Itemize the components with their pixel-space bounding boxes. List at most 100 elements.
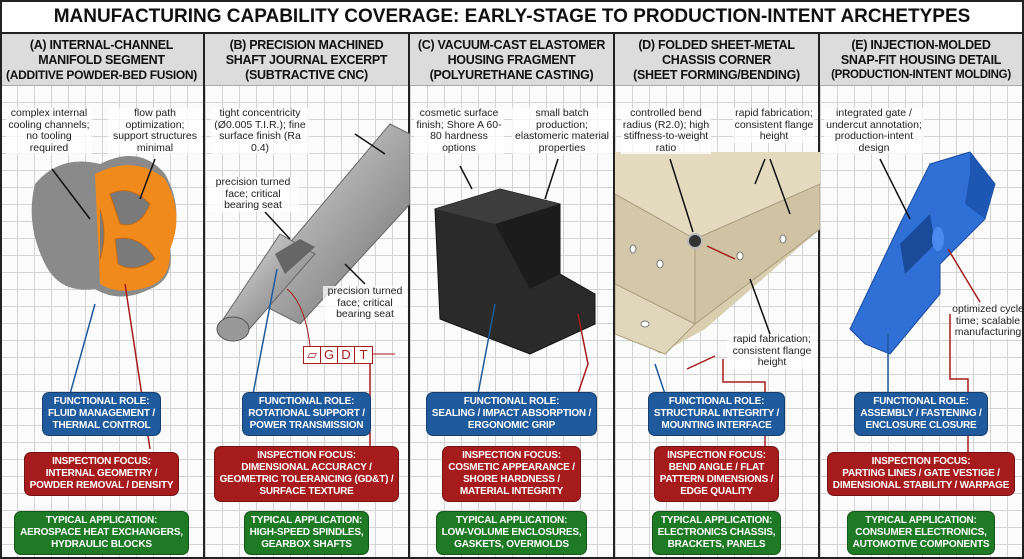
header-line: (SHEET FORMING/BENDING)	[633, 68, 800, 82]
annotation-note: small batch production; elastomeric mate…	[512, 107, 612, 154]
header-line: (A) INTERNAL-CHANNEL	[29, 38, 174, 52]
badge-line: MATERIAL INTEGRITY	[459, 485, 564, 497]
gdt-cell: D	[338, 347, 355, 363]
badge-line: FUNCTIONAL ROLE:	[53, 396, 150, 407]
inspection-focus-badge: INSPECTION FOCUS:DIMENSIONAL ACCURACY /G…	[213, 445, 400, 502]
badge-line: HYDRAULIC BLOCKS	[51, 539, 152, 550]
annotation-note: precision turned face; critical bearing …	[323, 285, 407, 321]
badge-line: BEND ANGLE / FLAT	[668, 461, 765, 473]
badge-line: POWDER REMOVAL / DENSITY	[29, 479, 174, 491]
gdt-feature-control-frame: ⏥ G D T	[303, 346, 373, 364]
badge-line: SHORE HARDNESS /	[463, 473, 560, 485]
header-line: (POLYURETHANE CASTING)	[429, 68, 594, 82]
badge-line: INTERNAL GEOMETRY /	[45, 467, 158, 479]
badge-line: INSPECTION FOCUS:	[52, 455, 151, 467]
annotation-note: rapid fabrication; consistent flange hei…	[733, 107, 815, 143]
badge-line: EDGE QUALITY	[680, 485, 753, 497]
functional-role-badge: FUNCTIONAL ROLE:STRUCTURAL INTEGRITY /MO…	[647, 392, 786, 436]
header-line: (C) VACUUM-CAST ELASTOMER	[417, 38, 606, 52]
badge-line: PATTERN DIMENSIONS /	[659, 473, 774, 485]
badge-line: FUNCTIONAL ROLE:	[668, 396, 765, 407]
badge-line: INSPECTION FOCUS:	[257, 449, 356, 461]
badge-line: FLUID MANAGEMENT /	[48, 408, 155, 419]
column-header: (A) INTERNAL-CHANNEL MANIFOLD SEGMENT (A…	[0, 34, 203, 86]
annotation-note: precision turned face; critical bearing …	[207, 176, 299, 212]
page-title: MANUFACTURING CAPABILITY COVERAGE: EARLY…	[0, 0, 1024, 34]
badge-line: INSPECTION FOCUS:	[667, 449, 766, 461]
inspection-focus-badge: INSPECTION FOCUS:INTERNAL GEOMETRY /POWD…	[23, 451, 180, 496]
header-line: (SUBTRACTIVE CNC)	[245, 68, 368, 82]
annotation-note: controlled bend radius (R2.0); high stif…	[621, 107, 711, 154]
header-line: CHASSIS CORNER	[661, 53, 771, 67]
typical-application-badge: TYPICAL APPLICATION:LOW-VOLUME ENCLOSURE…	[435, 511, 588, 555]
typical-application-badge: TYPICAL APPLICATION:HIGH-SPEED SPINDLES,…	[243, 511, 370, 555]
header-line: (D) FOLDED SHEET-METAL	[638, 38, 795, 52]
annotation-note: tight concentricity (Ø0.005 T.I.R.); fin…	[211, 107, 309, 154]
column-e-injection-molded: (E) INJECTION-MOLDED SNAP-FIT HOUSING DE…	[820, 34, 1024, 559]
typical-application-badge: TYPICAL APPLICATION:CONSUMER ELECTRONICS…	[846, 511, 996, 555]
badge-line: SURFACE TEXTURE	[259, 485, 354, 497]
column-a-additive: (A) INTERNAL-CHANNEL MANIFOLD SEGMENT (A…	[0, 34, 205, 559]
badge-line: TYPICAL APPLICATION:	[45, 515, 158, 526]
badge-line: ELECTRONICS CHASSIS,	[657, 527, 776, 538]
badge-line: TYPICAL APPLICATION:	[865, 515, 977, 526]
gdt-cell: G	[321, 347, 338, 363]
header-line: (PRODUCTION-INTENT MOLDING)	[831, 69, 1011, 81]
badge-line: CONSUMER ELECTRONICS,	[855, 527, 987, 538]
badge-line: POWER TRANSMISSION	[249, 420, 364, 431]
badge-line: TYPICAL APPLICATION:	[250, 515, 363, 526]
badge-stack: FUNCTIONAL ROLE:SEALING / IMPACT ABSORPT…	[410, 392, 613, 555]
badge-line: LOW-VOLUME ENCLOSURES,	[441, 527, 582, 538]
header-line: SHAFT JOURNAL EXCERPT	[225, 53, 388, 67]
column-header: (C) VACUUM-CAST ELASTOMER HOUSING FRAGME…	[410, 34, 613, 86]
badge-line: BRACKETS, PANELS	[667, 539, 766, 550]
column-header: (D) FOLDED SHEET-METAL CHASSIS CORNER (S…	[615, 34, 818, 86]
badge-line: GEARBOX SHAFTS	[261, 539, 352, 550]
badge-line: INSPECTION FOCUS:	[462, 449, 561, 461]
badge-line: ASSEMBLY / FASTENING /	[860, 408, 982, 419]
badge-line: TYPICAL APPLICATION:	[455, 515, 568, 526]
column-header: (E) INJECTION-MOLDED SNAP-FIT HOUSING DE…	[820, 34, 1022, 86]
badge-line: ERGONOMIC GRIP	[467, 420, 556, 431]
annotation-note: cosmetic surface finish; Shore A 60-80 h…	[414, 107, 504, 154]
badge-line: FUNCTIONAL ROLE:	[873, 396, 969, 407]
annotation-note: optimized cycle time; scalable manufactu…	[952, 303, 1024, 339]
badge-line: HIGH-SPEED SPINDLES,	[249, 527, 364, 538]
badge-line: STRUCTURAL INTEGRITY /	[653, 408, 780, 419]
badge-line: SEALING / IMPACT ABSORPTION /	[431, 408, 592, 419]
badge-line: DIMENSIONAL STABILITY / WARPAGE	[832, 479, 1010, 491]
badge-line: INSPECTION FOCUS:	[871, 455, 971, 467]
badge-line: ENCLOSURE CLOSURE	[865, 420, 977, 431]
header-line: SNAP-FIT HOUSING DETAIL	[840, 53, 1002, 67]
inspection-focus-badge: INSPECTION FOCUS:PARTING LINES / GATE VE…	[826, 451, 1016, 496]
column-b-cnc: (B) PRECISION MACHINED SHAFT JOURNAL EXC…	[205, 34, 410, 559]
annotation-note: rapid fabrication; consistent flange hei…	[727, 333, 817, 369]
typical-application-badge: TYPICAL APPLICATION:AEROSPACE HEAT EXCHA…	[14, 511, 189, 555]
badge-line: FUNCTIONAL ROLE:	[258, 396, 355, 407]
header-line: (B) PRECISION MACHINED	[229, 38, 384, 52]
header-line: MANIFOLD SEGMENT	[38, 53, 165, 67]
badge-line: ROTATIONAL SUPPORT /	[248, 408, 365, 419]
annotation-note: complex internal cooling channels; no to…	[6, 107, 92, 154]
badge-line: DIMENSIONAL ACCURACY /	[241, 461, 372, 473]
inspection-focus-badge: INSPECTION FOCUS:COSMETIC APPEARANCE /SH…	[442, 445, 581, 502]
annotation-note: flow path optimization; support structur…	[108, 107, 202, 154]
badge-line: FUNCTIONAL ROLE:	[463, 396, 560, 407]
typical-application-badge: TYPICAL APPLICATION:ELECTRONICS CHASSIS,…	[651, 511, 782, 555]
badge-line: TYPICAL APPLICATION:	[660, 515, 773, 526]
badge-line: AUTOMOTIVE COMPONENTS	[852, 539, 990, 550]
functional-role-badge: FUNCTIONAL ROLE:ASSEMBLY / FASTENING /EN…	[854, 392, 988, 436]
functional-role-badge: FUNCTIONAL ROLE:FLUID MANAGEMENT /THERMA…	[42, 392, 161, 436]
gdt-symbol: ⏥	[304, 347, 321, 363]
badge-line: PARTING LINES / GATE VESTIGE /	[842, 467, 1000, 479]
annotation-note: integrated gate / undercut annotation; p…	[824, 107, 924, 154]
badge-line: THERMAL CONTROL	[52, 420, 151, 431]
badge-line: COSMETIC APPEARANCE /	[448, 461, 575, 473]
badge-line: GASKETS, OVERMOLDS	[454, 539, 569, 550]
gdt-cell: T	[359, 347, 368, 362]
badge-stack: FUNCTIONAL ROLE:FLUID MANAGEMENT /THERMA…	[0, 392, 203, 555]
header-line: (ADDITIVE POWDER-BED FUSION)	[6, 68, 197, 82]
column-c-vacuum-cast: (C) VACUUM-CAST ELASTOMER HOUSING FRAGME…	[410, 34, 615, 559]
badge-stack: FUNCTIONAL ROLE:ROTATIONAL SUPPORT /POWE…	[205, 392, 408, 555]
